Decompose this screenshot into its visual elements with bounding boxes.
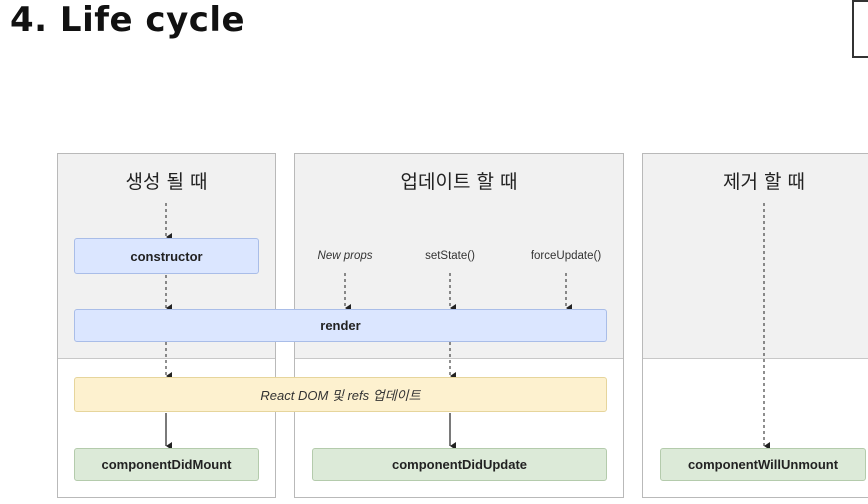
trigger-force-update: forceUpdate() bbox=[530, 250, 602, 262]
mount-phase-title: 생성 될 때 bbox=[125, 171, 208, 193]
component-did-update-node: componentDidUpdate bbox=[312, 448, 607, 481]
render-node: render bbox=[74, 309, 607, 342]
react-dom-update-node: React DOM 및 refs 업데이트 bbox=[74, 377, 607, 412]
trigger-new-props: New props bbox=[317, 250, 373, 262]
constructor-node: constructor bbox=[74, 238, 259, 274]
update-phase-title: 업데이트 할 때 bbox=[400, 171, 518, 193]
trigger-set-state: setState() bbox=[425, 250, 475, 262]
component-did-mount-node: componentDidMount bbox=[74, 448, 259, 481]
unmount-phase-panel bbox=[642, 153, 868, 498]
slide-thumbnail-edge bbox=[852, 0, 868, 58]
slide-title: 4. Life cycle bbox=[10, 0, 246, 40]
component-will-unmount-node: componentWillUnmount bbox=[660, 448, 866, 481]
unmount-phase-title: 제거 할 때 bbox=[723, 171, 805, 193]
